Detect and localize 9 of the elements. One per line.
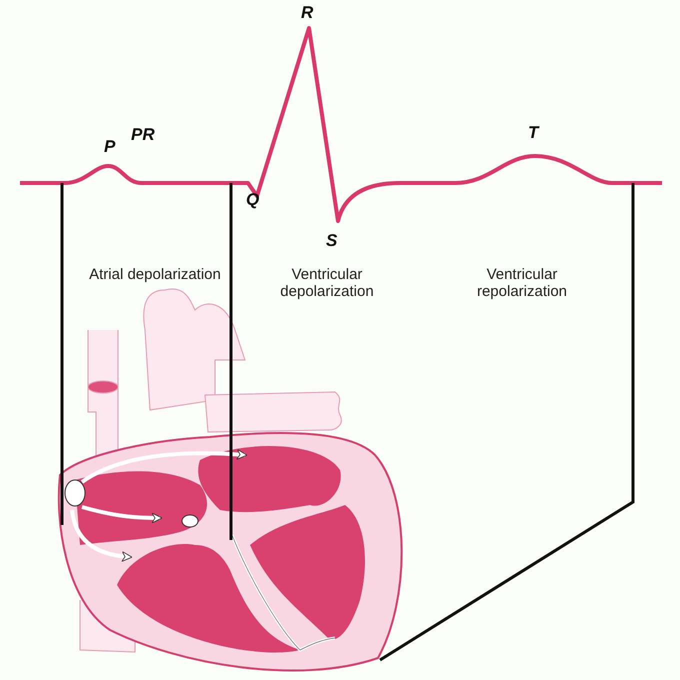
phase-label: Ventricular depolarization <box>279 266 375 300</box>
phase-label: Ventricular repolarization <box>476 266 568 300</box>
phase-label: Atrial depolarization <box>88 266 222 284</box>
wave-label: T <box>528 124 538 141</box>
wave-label: S <box>326 232 338 249</box>
wave-label: Q <box>246 191 260 208</box>
interval-label: PR <box>131 126 155 143</box>
wave-label: R <box>301 4 314 21</box>
wave-label: P <box>104 138 116 155</box>
